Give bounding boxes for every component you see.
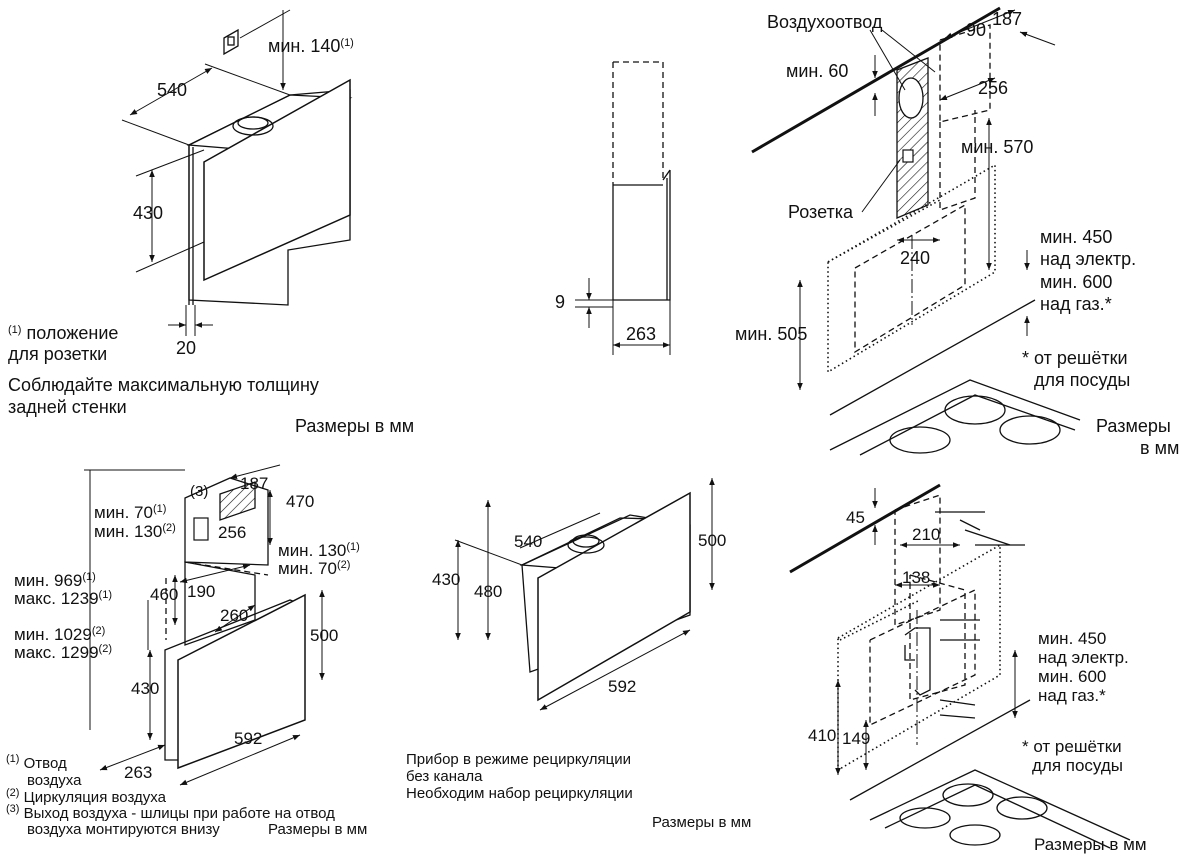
units-top-left: Размеры в мм — [295, 416, 415, 436]
dim-min-969: мин. 969(1) — [14, 571, 96, 590]
footnote-grate-1: * от решётки — [1022, 348, 1128, 368]
dim-9: 9 — [555, 292, 566, 312]
socket-icon — [223, 28, 239, 56]
dim-138: 138 — [902, 568, 931, 587]
dim-430-c: 430 — [432, 570, 461, 589]
dim-min-70: мин. 70(1) — [94, 503, 167, 522]
dim-540-c: 540 — [514, 532, 543, 551]
clearance-gas-b2: над газ.* — [1038, 686, 1106, 705]
installation-top-right — [751, 6, 1081, 456]
hob-top-right — [829, 299, 1081, 456]
label-air-duct: Воздухоотвод — [767, 12, 883, 32]
dim-460: 460 — [150, 585, 179, 604]
dim-20: 20 — [176, 338, 197, 358]
clearance-electric-b2: над электр. — [1038, 648, 1129, 667]
chimney-hood-bottom-left — [84, 464, 325, 786]
dim-min-60: мин. 60 — [786, 61, 849, 81]
dim-min-570: мин. 570 — [961, 137, 1034, 157]
dim-592-c: 592 — [608, 677, 637, 696]
dim-410: 410 — [808, 726, 837, 745]
footnote-grate-2: для посуды — [1034, 370, 1131, 390]
dim-min-140: мин. 140(1) — [268, 36, 354, 56]
legend-1: (1) Отвод — [6, 753, 67, 772]
units-bottom-left: Размеры в мм — [268, 821, 368, 838]
dim-min-130-b: мин. 130(1) — [278, 541, 360, 560]
socket-position-note: (1) положение — [8, 323, 119, 343]
recirc-note-3: Необходим набор рециркуляции — [406, 785, 633, 802]
clearance-electric-2: над электр. — [1040, 249, 1137, 269]
hood-recirculation-bottom-middle — [454, 478, 715, 711]
dim-210: 210 — [912, 525, 941, 544]
dim-263-b: 263 — [124, 763, 153, 782]
legend-1-line2: воздуха — [27, 772, 82, 789]
hood-side-view — [575, 61, 671, 355]
dim-592-b: 592 — [234, 729, 263, 748]
dim-256-b: 256 — [218, 523, 247, 542]
dim-45: 45 — [846, 508, 865, 527]
units-bottom-middle: Размеры в мм — [652, 814, 752, 831]
recirc-note-2: без канала — [406, 768, 483, 785]
dim-470: 470 — [286, 492, 315, 511]
units-top-right-1: Размеры — [1096, 416, 1171, 436]
clearance-gas-b1: мин. 600 — [1038, 667, 1107, 686]
footnote-grate-b1: * от решётки — [1022, 737, 1122, 756]
units-bottom-right: Размеры в мм — [1034, 835, 1147, 854]
units-top-right-2: в мм — [1140, 438, 1180, 458]
dim-min-130: мин. 130(2) — [94, 522, 176, 541]
mounting-hardware — [904, 511, 1025, 719]
clearance-gas-2: над газ.* — [1040, 294, 1112, 314]
dim-263: 263 — [626, 324, 657, 344]
label-socket: Розетка — [788, 202, 854, 222]
dim-min-70-b: мин. 70(2) — [278, 559, 351, 578]
dim-187: 187 — [992, 9, 1023, 29]
dim-149: 149 — [842, 729, 871, 748]
legend-2: (2) Циркуляция воздуха — [6, 787, 166, 806]
clearance-gas-1: мин. 600 — [1040, 272, 1113, 292]
hob-bottom-right — [849, 699, 1131, 849]
mark-3: (3) — [190, 483, 209, 500]
dim-430: 430 — [133, 203, 164, 223]
dim-max-1299: макс. 1299(2) — [14, 643, 112, 662]
wall-thickness-note: Соблюдайте максимальную толщину — [8, 375, 319, 395]
installation-bottom-right — [789, 483, 1131, 849]
dim-256: 256 — [978, 78, 1009, 98]
clearance-electric-b1: мин. 450 — [1038, 629, 1107, 648]
dim-187-b: 187 — [240, 474, 269, 493]
dim-90: 90 — [966, 20, 987, 40]
dim-500-b: 500 — [310, 626, 339, 645]
dim-430-b: 430 — [131, 679, 160, 698]
footnote-grate-b2: для посуды — [1032, 756, 1124, 775]
dim-max-1239: макс. 1239(1) — [14, 589, 112, 608]
dim-500-c: 500 — [698, 531, 727, 550]
hood-isometric-top-left — [121, 9, 353, 336]
wall-thickness-note-2: задней стенки — [8, 397, 127, 417]
socket-position-note-2: для розетки — [8, 344, 108, 364]
legend-3-line2: воздуха монтируются внизу — [27, 821, 220, 838]
dim-min-1029: мин. 1029(2) — [14, 625, 106, 644]
dim-min-505: мин. 505 — [735, 324, 808, 344]
recirc-note-1: Прибор в режиме рециркуляции — [406, 751, 631, 768]
dim-480: 480 — [474, 582, 503, 601]
dim-240: 240 — [900, 248, 931, 268]
legend-3: (3) Выход воздуха - шлицы при работе на … — [6, 803, 335, 822]
dim-540: 540 — [157, 80, 188, 100]
clearance-electric-1: мин. 450 — [1040, 227, 1113, 247]
dim-260: 260 — [220, 606, 249, 625]
dim-190: 190 — [187, 582, 216, 601]
